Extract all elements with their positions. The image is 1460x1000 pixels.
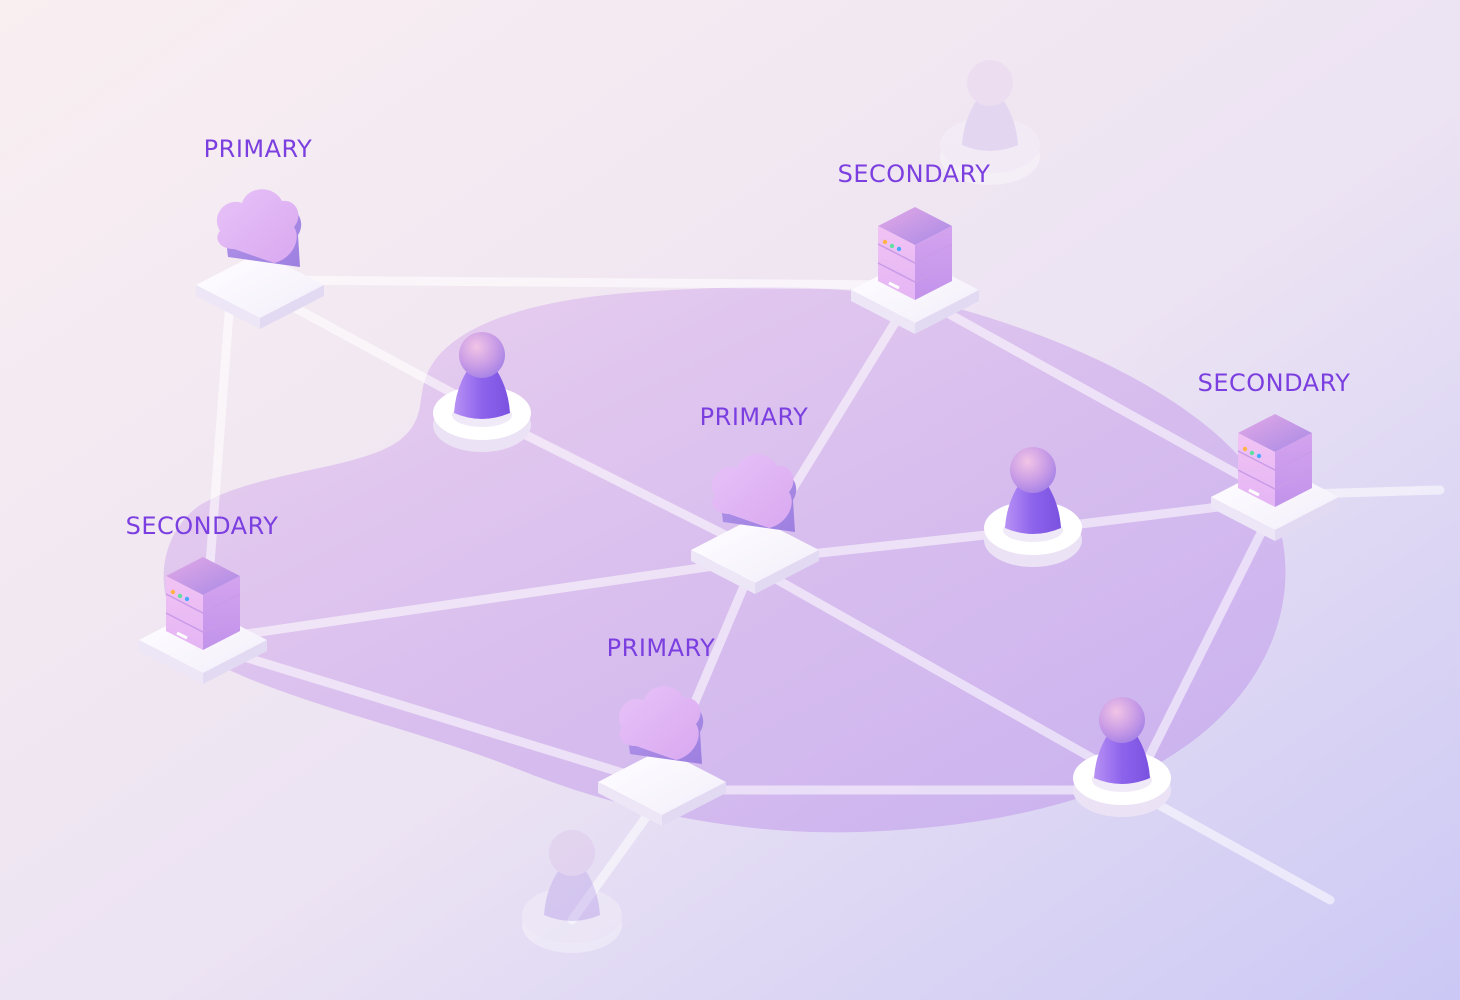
cloud-node-bottom	[598, 686, 726, 826]
server-icon	[877, 207, 953, 300]
label-secondary-top: SECONDARY	[838, 160, 991, 188]
person-head	[549, 830, 595, 876]
person-head	[967, 60, 1013, 106]
person-head	[1099, 697, 1145, 743]
edge-cloudtl-personul	[257, 285, 485, 413]
person-faded-top	[940, 60, 1040, 185]
edge-serverleft-cloudbottom	[200, 640, 667, 790]
platform-disc-top	[940, 117, 1040, 173]
person-body	[1005, 476, 1061, 534]
person-node-right	[984, 447, 1082, 567]
platform-disc	[940, 129, 1040, 185]
edge-personbr-offscreen	[1145, 795, 1335, 905]
cloud-icon	[618, 686, 704, 764]
person-head	[459, 332, 505, 378]
cloud-icon	[216, 189, 302, 267]
server-icon	[1237, 414, 1313, 507]
edge-servertop-serverright	[910, 290, 1280, 500]
platform	[598, 749, 726, 826]
label-primary-bottom: PRIMARY	[607, 634, 716, 662]
cloud-node-center	[691, 454, 819, 594]
edge-serverright-personbr	[1135, 500, 1280, 780]
edge-cloudcenter-personbr	[755, 565, 1127, 780]
person-faded-bottom	[522, 830, 622, 953]
person-body	[962, 93, 1018, 151]
person-body	[544, 863, 600, 921]
person-head	[1010, 447, 1056, 493]
cloud-icon	[711, 454, 797, 532]
server-icon	[165, 557, 241, 650]
label-secondary-right: SECONDARY	[1198, 369, 1351, 397]
person-body	[1094, 726, 1150, 784]
platform	[196, 252, 324, 329]
cloud-node-top-left	[196, 189, 324, 329]
node-labels: PRIMARY SECONDARY PRIMARY SECONDARY SECO…	[126, 135, 1351, 662]
person-body	[454, 361, 510, 419]
edge-cloudcenter-serverleft	[200, 555, 760, 645]
platform	[691, 517, 819, 594]
platform-disc-top	[522, 887, 622, 943]
server-node-right	[1211, 414, 1339, 541]
platform-disc	[522, 897, 622, 953]
edge-cloudtl-servertop	[257, 275, 917, 290]
person-node-bottom-right	[1073, 697, 1171, 817]
label-primary-top-left: PRIMARY	[204, 135, 313, 163]
person-node-upper-left	[433, 332, 531, 452]
label-secondary-left: SECONDARY	[126, 512, 279, 540]
label-primary-center: PRIMARY	[700, 403, 809, 431]
server-node-top	[851, 207, 979, 334]
server-node-left	[139, 557, 267, 684]
